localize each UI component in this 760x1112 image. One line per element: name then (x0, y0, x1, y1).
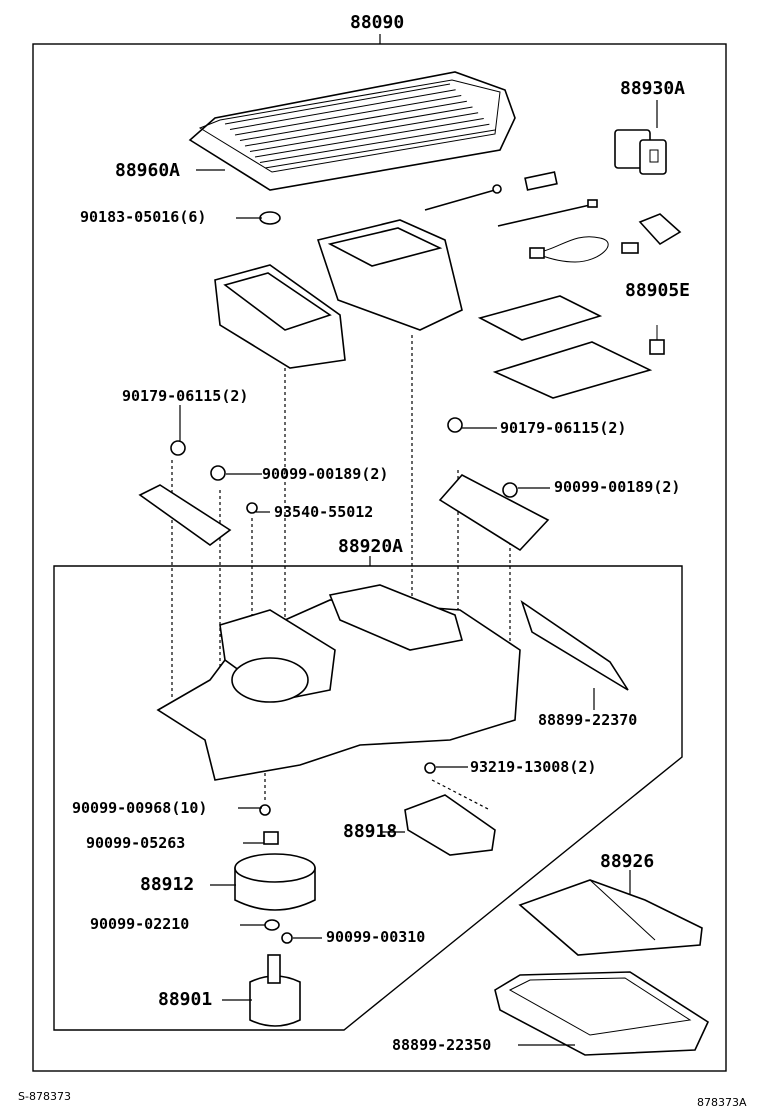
label-90099-00310: 90099-00310 (326, 928, 426, 946)
resistor-part (404, 762, 496, 856)
cover-panel (188, 71, 516, 191)
label-90099-00968: 90099-00968(10) (72, 799, 208, 817)
filter-part (518, 870, 703, 956)
label-93540-55012: 93540-55012 (274, 503, 374, 521)
label-88901: 88901 (158, 989, 213, 1010)
harness-parts (424, 171, 682, 355)
duct-seals (214, 219, 463, 369)
grille-line (259, 123, 490, 163)
label-90183-05016: 90183-05016(6) (80, 208, 207, 226)
nut-a-part (259, 211, 281, 225)
label-88960A: 88960A (115, 160, 181, 181)
label-88899-22370: 88899-22370 (538, 711, 638, 729)
label-90099-02210: 90099-02210 (90, 915, 190, 933)
bracket-parts (138, 417, 550, 552)
footer-right-code: 878373A (697, 1096, 747, 1109)
label-88920A: 88920A (338, 536, 404, 557)
sheet-parts (477, 295, 653, 399)
label-90179-06115-left: 90179-06115(2) (122, 387, 249, 405)
label-88926: 88926 (600, 851, 655, 872)
grille-line (229, 89, 456, 130)
grille-line (254, 118, 484, 158)
footer-left-code: S-878373 (18, 1090, 71, 1103)
label-88930A: 88930A (620, 78, 686, 99)
label-88918: 88918 (343, 821, 398, 842)
label-88090: 88090 (350, 12, 405, 33)
main-unit (156, 584, 629, 781)
grille-line (249, 112, 479, 152)
filter-case (494, 971, 710, 1056)
label-93219-13008: 93219-13008(2) (470, 758, 597, 776)
leader-lines (179, 169, 595, 1046)
assembly-frame (32, 34, 727, 1072)
label-90099-00189-right: 90099-00189(2) (554, 478, 681, 496)
label-88899-22350: 88899-22350 (392, 1036, 492, 1054)
grille-line (264, 129, 496, 169)
grille-line (239, 100, 467, 141)
label-88912: 88912 (140, 874, 195, 895)
blower-stack (234, 804, 316, 1027)
switch-part (614, 100, 667, 175)
label-90179-06115-right: 90179-06115(2) (500, 419, 627, 437)
grille-line (234, 95, 462, 136)
label-88905E: 88905E (625, 280, 691, 301)
grille-line (224, 83, 451, 125)
label-90099-05263: 90099-05263 (86, 834, 186, 852)
grille-line (244, 106, 473, 147)
label-90099-00189-left: 90099-00189(2) (262, 465, 389, 483)
